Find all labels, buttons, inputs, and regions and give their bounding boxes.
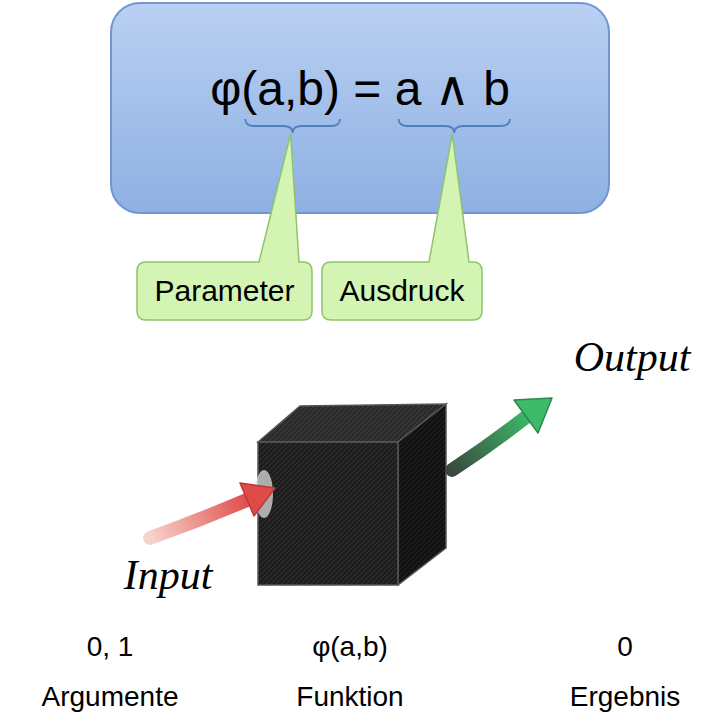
caption-label: Funktion <box>296 680 403 714</box>
formula-text: φ(a,b) = a ∧ b <box>210 62 510 115</box>
formula-box: φ(a,b) = a ∧ b <box>110 2 610 214</box>
brace <box>399 119 510 133</box>
callout-outline <box>137 134 312 320</box>
callout-text: Parameter <box>137 262 312 320</box>
value-label: 0 <box>617 630 633 664</box>
input-arrow <box>150 483 275 538</box>
callout-outline <box>322 134 482 320</box>
io-label: Output <box>574 334 691 380</box>
io-label: Input <box>124 552 213 598</box>
callout-box: Parameter <box>137 262 312 320</box>
callout-box: Ausdruck <box>322 262 482 320</box>
callout-text: Ausdruck <box>322 262 482 320</box>
value-label: 0, 1 <box>87 630 134 664</box>
value-label: φ(a,b) <box>312 630 388 664</box>
cube <box>255 404 446 585</box>
caption-label: Ergebnis <box>570 680 681 714</box>
output-arrow <box>452 398 552 470</box>
caption-label: Argumente <box>42 680 179 714</box>
brace <box>245 119 340 133</box>
